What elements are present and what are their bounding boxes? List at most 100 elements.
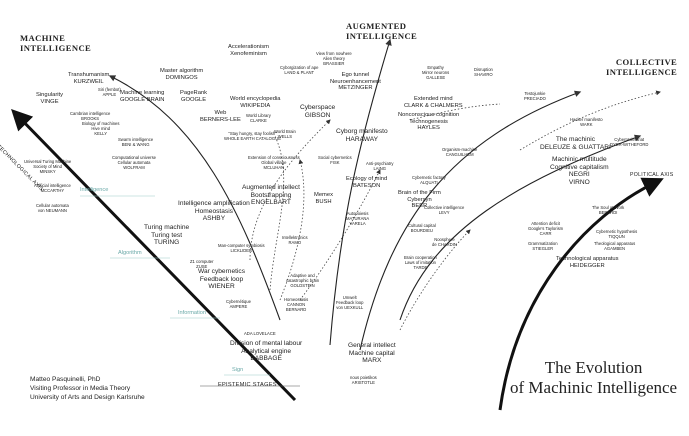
concept-line: Man-computer symbiosis <box>218 243 265 248</box>
concept-line: Hacker manifesto <box>570 117 603 122</box>
concept-line: The Soul at Work <box>592 205 625 210</box>
concept-line: HARAWAY <box>345 135 379 143</box>
concept-line: Bootstrapping <box>250 191 292 199</box>
concept-line: CLARK & CHALMERS <box>404 102 463 109</box>
concept-line: CANNON <box>287 301 306 307</box>
concept-line: BROOKS <box>81 115 100 121</box>
concept-line: HEIDEGGER <box>569 262 605 269</box>
concept-line: Singularity <box>36 92 64 98</box>
concept-line: Attention deficit <box>531 221 560 226</box>
concept-line: DYER-WITHEFORD <box>610 141 649 147</box>
concept-line: LEVY <box>438 209 450 215</box>
dotted-arc-1 <box>249 119 331 261</box>
concept-line: BERARDI <box>598 209 618 215</box>
concept-line: AMPERE <box>229 303 248 309</box>
concept-line: War cybernetics <box>198 268 246 275</box>
concept-line: WOLFRAM <box>123 164 145 170</box>
concept-line: Technological apparatus <box>556 256 619 262</box>
concept-line: Siri (fembot) <box>98 87 121 92</box>
political-axis-line <box>498 177 664 411</box>
dotted-arc-5 <box>399 229 471 331</box>
concept-line: Ego tunnel <box>341 72 370 78</box>
stage-algorithm: Algorithm <box>118 250 142 256</box>
concept-line: GALLESE <box>426 74 446 80</box>
concept-line: WIENER <box>208 283 235 291</box>
concept-line: LAING <box>373 165 387 171</box>
concept-line: ZUSE <box>196 263 208 269</box>
concept-line: BUSH <box>315 198 332 205</box>
concept-line: BERNERS-LEE <box>200 116 241 123</box>
concept-line: Theological apparatus <box>594 241 636 246</box>
concept-line: Transhumanism <box>68 72 110 78</box>
concept-line: Universal Turing Machine <box>24 159 72 164</box>
concept-line: Neuroenhancement <box>330 78 381 85</box>
concept-line: The machinic <box>555 136 596 143</box>
concept-line: APPLE <box>102 91 117 97</box>
concept-line: WARK <box>580 121 593 127</box>
concept-line: LAND & PLANT <box>284 69 315 75</box>
concept-line: Cybernetic factory <box>412 175 446 180</box>
stage-sign: Sign <box>232 367 244 373</box>
concept-line: Empathy <box>427 65 444 70</box>
concept-line: View from nowhere <box>316 51 352 56</box>
concept-line: Ecology of mind <box>346 176 388 182</box>
concept-line: Google's Taylorism <box>528 225 564 231</box>
concept-line: WELLS <box>277 133 292 139</box>
concept-line: Division of mental labour <box>230 340 303 347</box>
arc-augmented-intelligence <box>329 38 392 346</box>
concept-line: Cognitive capitalism <box>550 163 609 171</box>
concept-line: DOMINGOS <box>165 74 198 81</box>
concept-line: FISK <box>330 159 340 165</box>
concept-line: GOOGLE BRAIN <box>120 96 165 103</box>
concept-line: VIRNO <box>568 178 590 186</box>
concept-line: PageRank <box>180 90 208 96</box>
stage-information: Information <box>178 310 206 316</box>
concept-line: World Brain <box>274 129 296 134</box>
concept-line: Cyborg manifesto <box>336 128 388 135</box>
concept-line: Machinic multitude <box>552 156 607 163</box>
concept-line: Alien theory <box>322 55 345 61</box>
concept-line: PRECIADO <box>524 95 546 101</box>
technological-axis-line <box>11 108 297 402</box>
concept-line: Homeostasis <box>284 297 309 302</box>
concept-line: Artificial intelligence <box>34 183 71 188</box>
concept-line: Autopoiesis <box>346 211 369 216</box>
concept-line: ADA LOVELACE <box>244 331 276 336</box>
concept-line: Cyberspace <box>300 104 336 111</box>
concept-line: TIQQUN <box>608 233 625 239</box>
concept-line: von NEUMANN <box>37 207 67 213</box>
arc-collective-intelligence <box>359 90 582 351</box>
concept-line: Global village <box>261 159 287 165</box>
concept-line: Umwelt <box>342 295 357 300</box>
concept-line: Society of Mind <box>33 163 62 169</box>
concept-line: Technogenesis <box>409 118 448 125</box>
concept-line: Intelligence amplification <box>178 200 250 207</box>
concept-line: Extension of consciousness <box>248 155 300 160</box>
